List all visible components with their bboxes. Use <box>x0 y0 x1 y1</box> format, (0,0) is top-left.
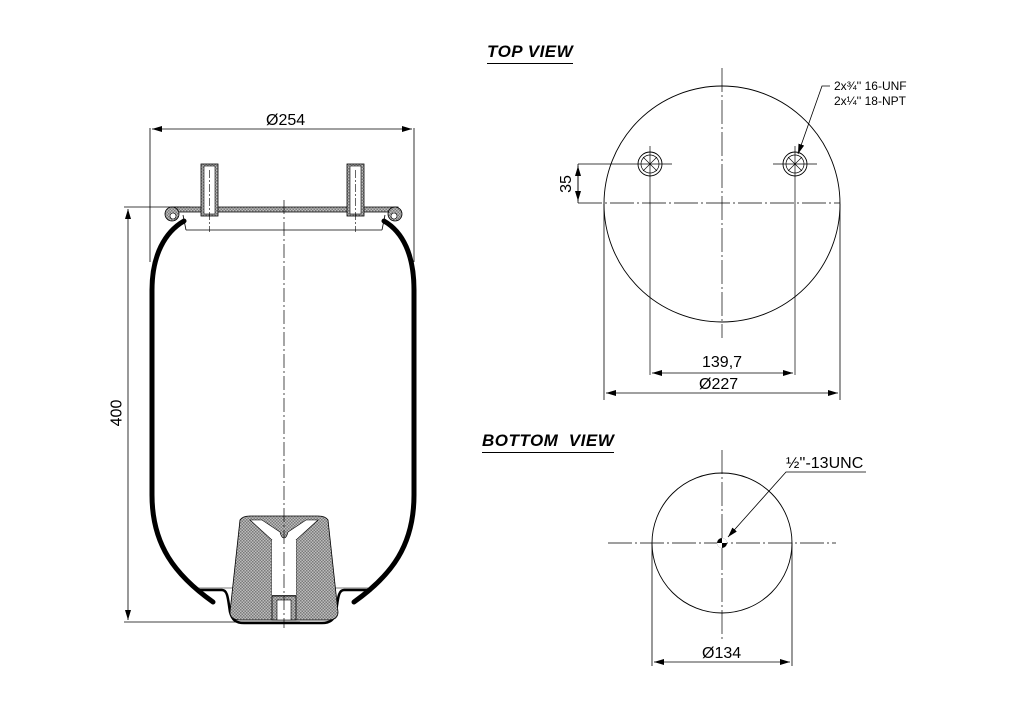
bottom-view <box>608 450 866 666</box>
bolt-spacing-label: 139,7 <box>702 354 743 371</box>
side-diameter-dimension <box>149 126 415 262</box>
top-diameter-label: Ø227 <box>699 376 739 393</box>
top-view <box>575 68 841 400</box>
top-thread-callout-2: 2x¼'' 18-NPT <box>834 94 906 108</box>
top-thread-callout-1: 2x¾'' 16-UNF <box>834 79 907 93</box>
top-hole-right <box>773 146 817 375</box>
bottom-thread-callout: ½''-13UNC <box>786 455 864 472</box>
side-height-label: 400 <box>108 399 126 427</box>
rubber-bellows <box>149 218 417 605</box>
top-view-title: TOP VIEW <box>487 43 574 64</box>
top-offset-label: 35 <box>557 175 575 193</box>
top-plate <box>164 206 403 231</box>
left-stud <box>200 163 219 232</box>
right-stud <box>346 163 365 232</box>
bottom-thread-leader <box>727 471 866 538</box>
bottom-center-hole <box>717 538 727 548</box>
side-view <box>124 126 417 628</box>
bottom-diameter-label: Ø134 <box>702 645 742 662</box>
top-hole-left <box>578 146 672 375</box>
side-diameter-label: Ø254 <box>266 112 306 129</box>
top-thread-leader <box>797 85 830 155</box>
bottom-view-title: BOTTOM VIEW <box>482 432 615 453</box>
